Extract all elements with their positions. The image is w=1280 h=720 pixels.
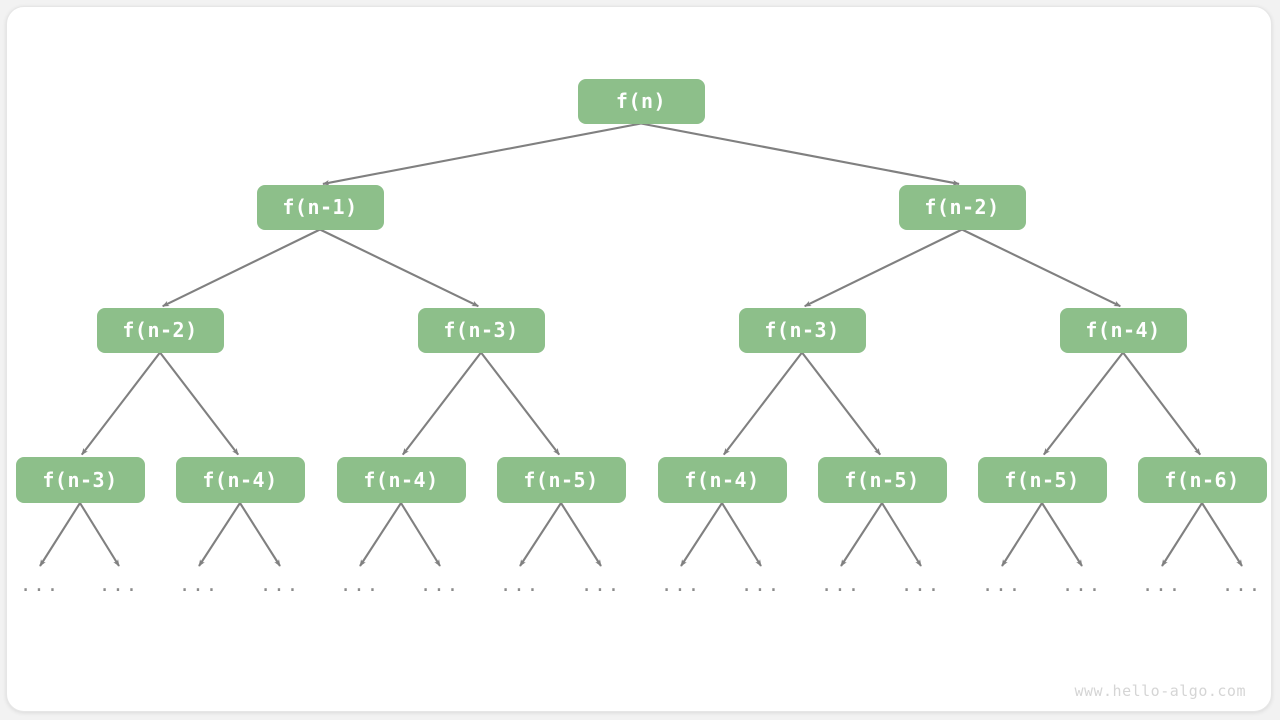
ellipsis-marker: ... [19, 574, 61, 596]
tree-node: f(n-4) [1059, 307, 1187, 353]
ellipsis-marker: ... [580, 574, 622, 596]
ellipsis-marker: ... [419, 574, 461, 596]
tree-node: f(n-3) [417, 307, 545, 353]
tree-node: f(n-4) [175, 457, 305, 503]
ellipsis-marker: ... [1061, 574, 1103, 596]
tree-node: f(n) [577, 78, 705, 124]
ellipsis-marker: ... [900, 574, 942, 596]
tree-node: f(n-2) [96, 307, 224, 353]
watermark: www.hello-algo.com [1074, 682, 1246, 700]
tree-node: f(n-3) [738, 307, 866, 353]
tree-node: f(n-6) [1137, 457, 1267, 503]
ellipsis-marker: ... [660, 574, 702, 596]
ellipsis-marker: ... [981, 574, 1023, 596]
tree-node: f(n-5) [817, 457, 947, 503]
ellipsis-marker: ... [339, 574, 381, 596]
tree-node: f(n-4) [657, 457, 787, 503]
tree-node: f(n-1) [256, 184, 384, 230]
ellipsis-marker: ... [98, 574, 140, 596]
tree-node: f(n-5) [977, 457, 1107, 503]
ellipsis-marker: ... [1221, 574, 1263, 596]
ellipsis-marker: ... [499, 574, 541, 596]
ellipsis-marker: ... [740, 574, 782, 596]
ellipsis-marker: ... [178, 574, 220, 596]
ellipsis-marker: ... [820, 574, 862, 596]
tree-node: f(n-4) [336, 457, 466, 503]
tree-node: f(n-2) [898, 184, 1026, 230]
ellipsis-marker: ... [259, 574, 301, 596]
tree-node: f(n-5) [496, 457, 626, 503]
ellipsis-marker: ... [1141, 574, 1183, 596]
tree-node: f(n-3) [15, 457, 145, 503]
